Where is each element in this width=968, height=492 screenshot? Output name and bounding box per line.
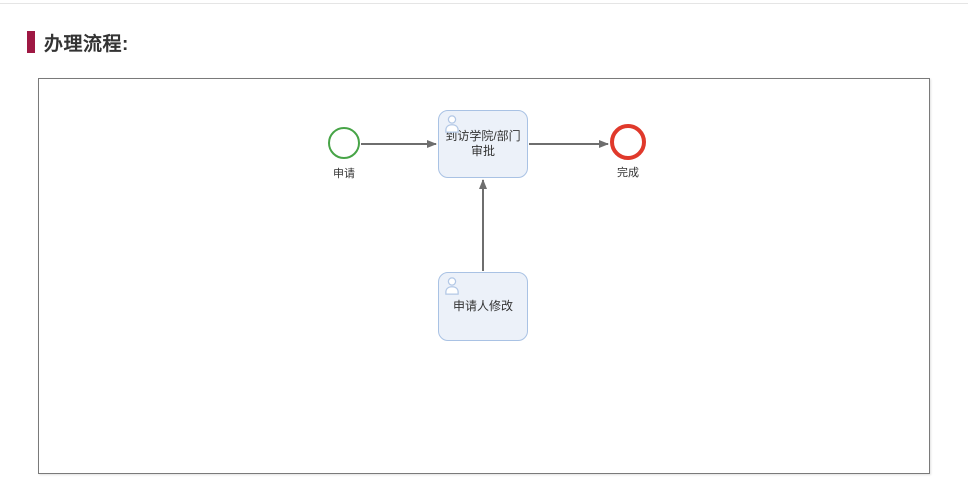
title-accent-bar xyxy=(27,31,35,53)
user-icon xyxy=(445,115,459,133)
page-title: 办理流程: xyxy=(44,33,129,55)
start-event-label: 申请 xyxy=(333,168,355,180)
top-divider xyxy=(0,3,968,4)
end-event-label: 完成 xyxy=(617,167,639,179)
user-icon xyxy=(445,277,459,295)
modify-task-label: 申请人修改 xyxy=(452,299,513,313)
section-header: 办理流程: xyxy=(27,30,129,55)
modify-task-node: 申请人修改 xyxy=(438,272,528,341)
end-event-node xyxy=(610,124,646,160)
flow-edges xyxy=(361,140,609,271)
start-event-node xyxy=(328,127,360,159)
flow-diagram-canvas: 申请 到访学院/部门审批 完成 申请人修改 xyxy=(38,78,930,474)
approve-task-label: 到访学院/部门审批 xyxy=(445,129,521,158)
approve-task-node: 到访学院/部门审批 xyxy=(438,110,528,178)
